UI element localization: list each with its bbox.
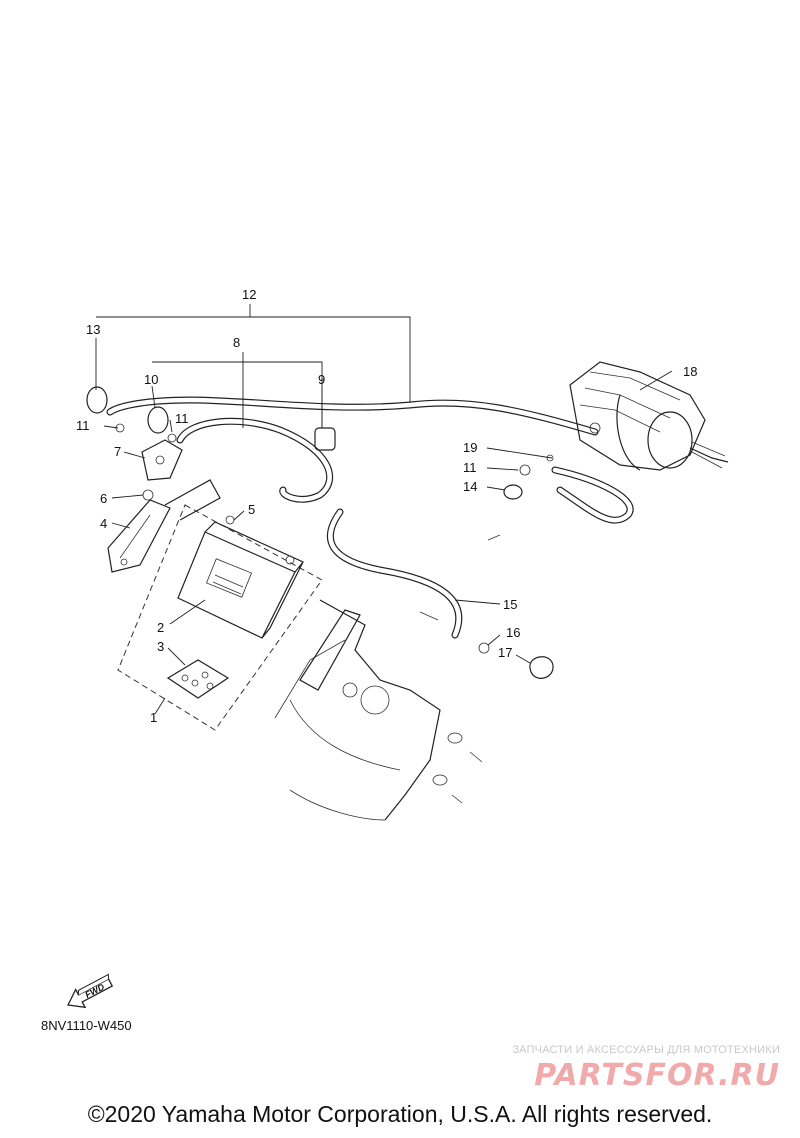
- callout-11: 11: [76, 418, 90, 433]
- callout-4: 4: [100, 516, 107, 531]
- starter-relay: [141, 439, 183, 481]
- callout-17: 17: [498, 645, 512, 660]
- watermark-logo: PARTSFOR.RU: [534, 1058, 780, 1093]
- callout-6: 6: [100, 491, 107, 506]
- starter-cable: [551, 466, 634, 524]
- diagram-code: 8NV1110-W450: [41, 1018, 132, 1033]
- callout-11: 11: [463, 460, 477, 475]
- callout-19: 19: [463, 440, 477, 455]
- callout-8: 8: [233, 335, 240, 350]
- engine-frame: [274, 599, 483, 821]
- terminal-caps: [86, 386, 523, 500]
- watermark: ЗАПЧАСТИ И АКСЕССУАРЫ ДЛЯ МОТОТЕХНИКИ PA…: [512, 1044, 780, 1093]
- callout-13: 13: [86, 322, 100, 337]
- starter-motor: [569, 361, 729, 471]
- callout-2: 2: [157, 620, 164, 635]
- callout-18: 18: [683, 364, 697, 379]
- leader-lines: [95, 304, 673, 715]
- callout-1: 1: [150, 710, 157, 725]
- battery: [117, 504, 323, 731]
- callout-3: 3: [157, 639, 164, 654]
- callout-9: 9: [318, 372, 325, 387]
- main-cable: [106, 396, 599, 436]
- bracket: [107, 479, 221, 573]
- watermark-tagline: ЗАПЧАСТИ И АКСЕССУАРЫ ДЛЯ МОТОТЕХНИКИ: [512, 1044, 780, 1056]
- callout-12: 12: [242, 287, 256, 302]
- callout-7: 7: [114, 444, 121, 459]
- copyright-notice: ©2020 Yamaha Motor Corporation, U.S.A. A…: [87, 1101, 713, 1127]
- battery-cable: [176, 417, 333, 503]
- ground-cable: [327, 508, 463, 639]
- callout-10: 10: [144, 372, 158, 387]
- callout-15: 15: [503, 597, 517, 612]
- battery-pad: [166, 659, 230, 699]
- callout-5: 5: [248, 502, 255, 517]
- callout-14: 14: [463, 479, 477, 494]
- callout-11: 11: [175, 411, 189, 426]
- fwd-arrow-icon: FWD: [67, 973, 114, 1009]
- callout-16: 16: [506, 625, 520, 640]
